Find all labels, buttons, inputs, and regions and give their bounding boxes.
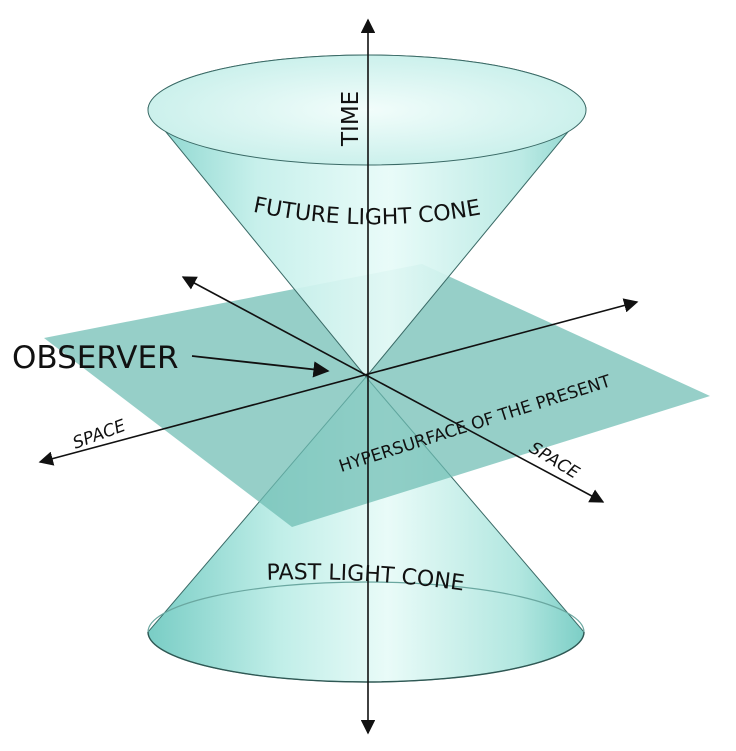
observer-label: OBSERVER bbox=[12, 340, 179, 376]
space-left-label: SPACE bbox=[70, 416, 128, 454]
space-axis-diagonal bbox=[181, 276, 605, 503]
observer-arrow bbox=[191, 355, 330, 378]
time-label: TIME bbox=[338, 91, 364, 147]
